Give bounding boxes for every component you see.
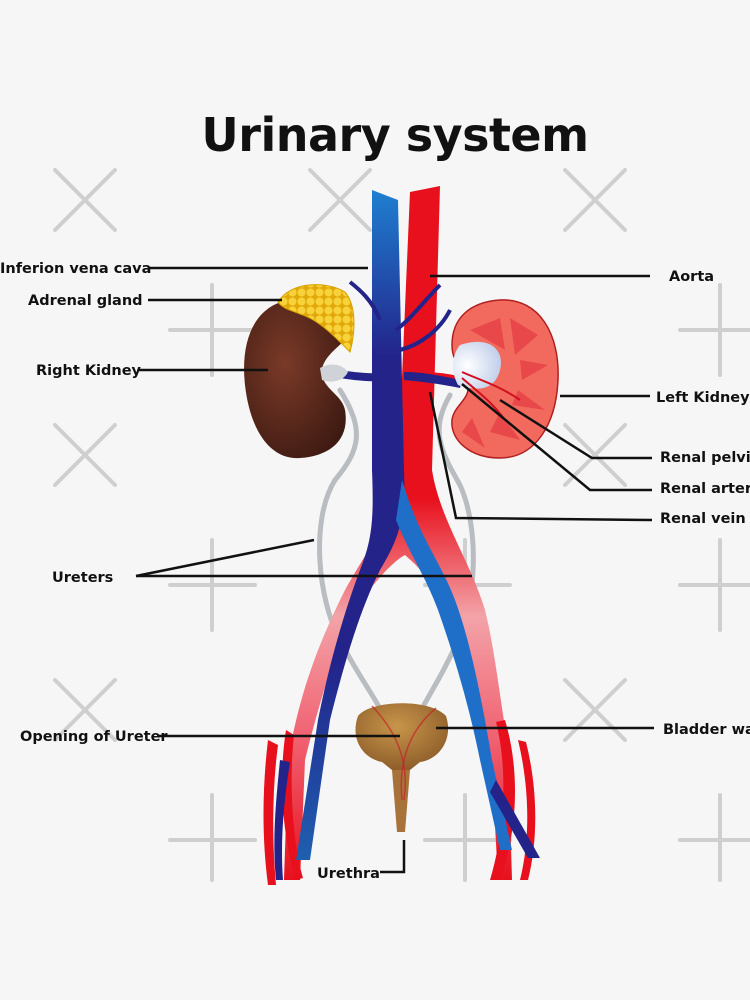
label-aorta: Aorta	[669, 269, 714, 285]
label-opening-of-ureter: Opening of Ureter	[20, 729, 168, 745]
label-bladder-wall: Bladder wall	[663, 722, 750, 738]
inferior-vena-cava	[274, 190, 540, 880]
label-ureters: Ureters	[52, 570, 113, 586]
page-title: Urinary system	[201, 108, 589, 162]
label-renal-vein: Renal vein	[660, 511, 746, 527]
watermark-pattern	[53, 168, 750, 882]
bladder	[355, 703, 449, 832]
pointer-lines	[135, 266, 654, 874]
renal-pelvis-shape	[452, 341, 501, 389]
adrenal-gland	[277, 284, 355, 353]
left-kidney	[451, 299, 559, 459]
right-kidney	[244, 299, 348, 459]
label-renal-pelvis: Renal pelvis	[660, 450, 750, 466]
label-renal-artery: Renal artery	[660, 481, 750, 497]
label-adrenal-gland: Adrenal gland	[28, 293, 143, 309]
label-inferior-vena-cava: Inferion vena cava	[0, 261, 151, 277]
label-right-kidney: Right Kidney	[36, 363, 142, 379]
label-urethra: Urethra	[317, 866, 380, 882]
label-left-kidney: Left Kidney	[656, 390, 750, 406]
